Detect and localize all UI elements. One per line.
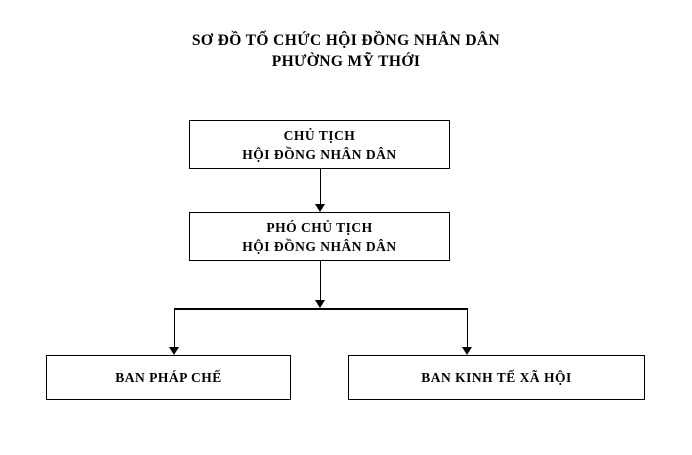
node-vice-chairman[interactable]: PHÓ CHỦ TỊCH HỘI ĐỒNG NHÂN DÂN <box>189 212 450 261</box>
diagram-title-line-2: PHƯỜNG MỸ THỚI <box>271 53 421 70</box>
node-socio-economic-board-label: BAN KINH TẾ XÃ HỘI <box>421 370 572 385</box>
node-vice-chairman-line-2: HỘI ĐỒNG NHÂN DÂN <box>242 238 397 254</box>
node-chairman-line-2: HỘI ĐỒNG NHÂN DÂN <box>242 146 397 162</box>
node-socio-economic-board[interactable]: BAN KINH TẾ XÃ HỘI <box>348 355 645 400</box>
node-vice-chairman-line-1: PHÓ CHỦ TỊCH <box>266 219 373 235</box>
node-chairman-line-1: CHỦ TỊCH <box>283 127 356 143</box>
node-legal-board-label: BAN PHÁP CHẾ <box>115 370 222 385</box>
connector-bus-to-socio-economic-board <box>466 308 469 348</box>
arrow-down-icon-vice-chairman-to-bus <box>315 300 325 308</box>
connector-chairman-to-vice-chairman <box>319 169 322 205</box>
diagram-title-line-1: SƠ ĐỒ TỔ CHỨC HỘI ĐỒNG NHÂN DÂN <box>191 32 501 49</box>
node-legal-board[interactable]: BAN PHÁP CHẾ <box>46 355 291 400</box>
arrow-down-icon-chairman-to-vice-chairman <box>315 204 325 212</box>
diagram-title: SƠ ĐỒ TỔ CHỨC HỘI ĐỒNG NHÂN DÂN PHƯỜNG M… <box>0 30 692 72</box>
connector-horizontal-bus <box>174 308 468 310</box>
node-chairman[interactable]: CHỦ TỊCH HỘI ĐỒNG NHÂN DÂN <box>189 120 450 169</box>
connector-vice-chairman-to-bus <box>319 261 322 301</box>
arrow-down-icon-bus-to-legal-board <box>169 347 179 355</box>
arrow-down-icon-bus-to-socio-economic-board <box>462 347 472 355</box>
connector-bus-to-legal-board <box>173 308 176 348</box>
